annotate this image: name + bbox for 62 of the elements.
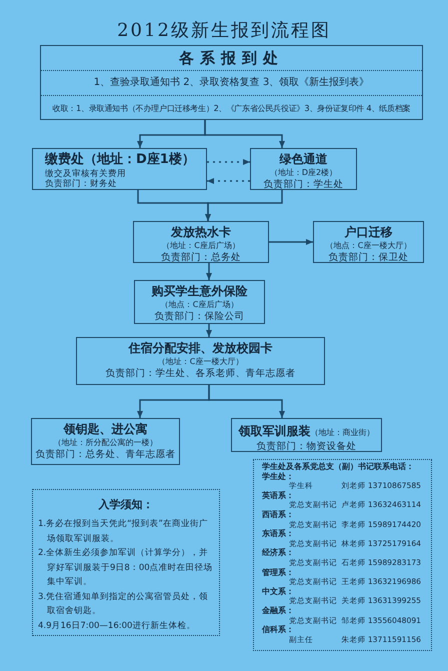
address-text: （地址：商业街） xyxy=(310,428,374,437)
step-text: 1、查验录取通知书 2、录取资格复查 3、领取《新生报到表》 xyxy=(41,71,422,96)
description-text: 缴交及审核有关费用 xyxy=(45,169,127,179)
arrow xyxy=(204,120,285,148)
heading-text: 户口迁移 xyxy=(344,225,394,240)
process-box xyxy=(231,418,382,452)
heading-text: 学生处及各系党总支（副）书记联系电话： xyxy=(262,462,415,472)
department-text: 负责部门：总务处、青年志愿者 xyxy=(34,448,176,461)
department-text: 负责部门：学生处 xyxy=(262,178,344,191)
address-text: （地点：C座后广场） xyxy=(160,299,240,310)
contact-list-box xyxy=(253,459,432,651)
address-text: （地点：C座一楼大厅） xyxy=(324,240,412,251)
department-text: 金融系： xyxy=(262,606,295,616)
dashed-arrow xyxy=(207,178,250,184)
arrow xyxy=(269,239,313,245)
department-text: 信科系： xyxy=(262,625,295,635)
department-text: 管理系： xyxy=(262,568,295,578)
address-text: （地址：C座后广场） xyxy=(161,240,241,251)
department-text: 负责部门：保险公司 xyxy=(154,310,246,323)
arrow xyxy=(206,263,212,280)
department-text: 负责部门：学生处、各系老师、青年志愿者 xyxy=(104,367,296,380)
department-text: 负责部门：保卫处 xyxy=(328,251,410,264)
heading-text: 购买学生意外保险 xyxy=(150,284,248,299)
department-text: 英语系： xyxy=(262,490,295,500)
notice-item: 1.务必在报到当天凭此“报到表”在商业街广场领取军训服装。 xyxy=(38,518,209,546)
process-box xyxy=(32,148,207,190)
process-box xyxy=(31,418,180,465)
department-text: 负责部门：财务处 xyxy=(45,179,118,189)
arrow xyxy=(206,324,212,337)
notice-box xyxy=(32,489,220,636)
note-text: 收取：1、录取通知书（不办理户口迁移考生）2、《广东省公民兵役证》3、身份证复印件 4、纸质档案 xyxy=(52,102,412,115)
heading-text: 绿色通道 xyxy=(278,152,328,167)
department-text: 负责部门：物资设备处 xyxy=(256,441,358,453)
process-box xyxy=(313,221,424,263)
dashed-arrow xyxy=(207,159,250,165)
department-text: 学生处： xyxy=(262,472,295,482)
department-text: 西语系： xyxy=(262,510,295,520)
notice-item: 4.9月16日7:00—16:00进行新生体检。 xyxy=(38,620,196,632)
heading-text: 领取军训服装 xyxy=(238,424,310,438)
heading-text: 发放热水卡 xyxy=(170,225,232,240)
heading-text: 缴费处（地址：D座1楼） xyxy=(45,151,196,168)
notice-item: 2.全体新生必须参加军训（计算学分），并穿好军训服装于9日8：00点准时在田径场集中军训。 xyxy=(38,547,214,589)
heading-text: 领钥匙、进公寓 xyxy=(62,422,148,437)
department-text: 东语系： xyxy=(262,529,295,539)
heading-text: 住宿分配安排、发放校园卡 xyxy=(127,341,274,356)
process-box xyxy=(76,337,325,385)
arrow xyxy=(205,190,283,221)
process-box xyxy=(250,148,357,190)
department-text: 经济系： xyxy=(262,548,295,558)
process-box xyxy=(133,221,269,263)
notice-item: 3.凭住宿通知单到指定的公寓宿管员处，领取宿舍钥匙。 xyxy=(38,590,210,618)
heading-text: 入学须知： xyxy=(98,497,154,513)
address-text: （地址：D座2楼） xyxy=(268,167,338,178)
title: 2012级新生报到流程图 xyxy=(116,19,332,42)
process-box xyxy=(134,280,265,324)
address-text: （地址：所分配公寓的一楼） xyxy=(52,437,158,448)
address-text: （地址：C座一楼大厅） xyxy=(156,356,244,367)
arrow xyxy=(208,385,285,418)
department-text: 负责部门：总务处 xyxy=(160,251,242,264)
process-box xyxy=(40,45,423,120)
heading-text: 各系报到处 xyxy=(41,46,422,71)
department-text: 中文系： xyxy=(262,586,295,596)
